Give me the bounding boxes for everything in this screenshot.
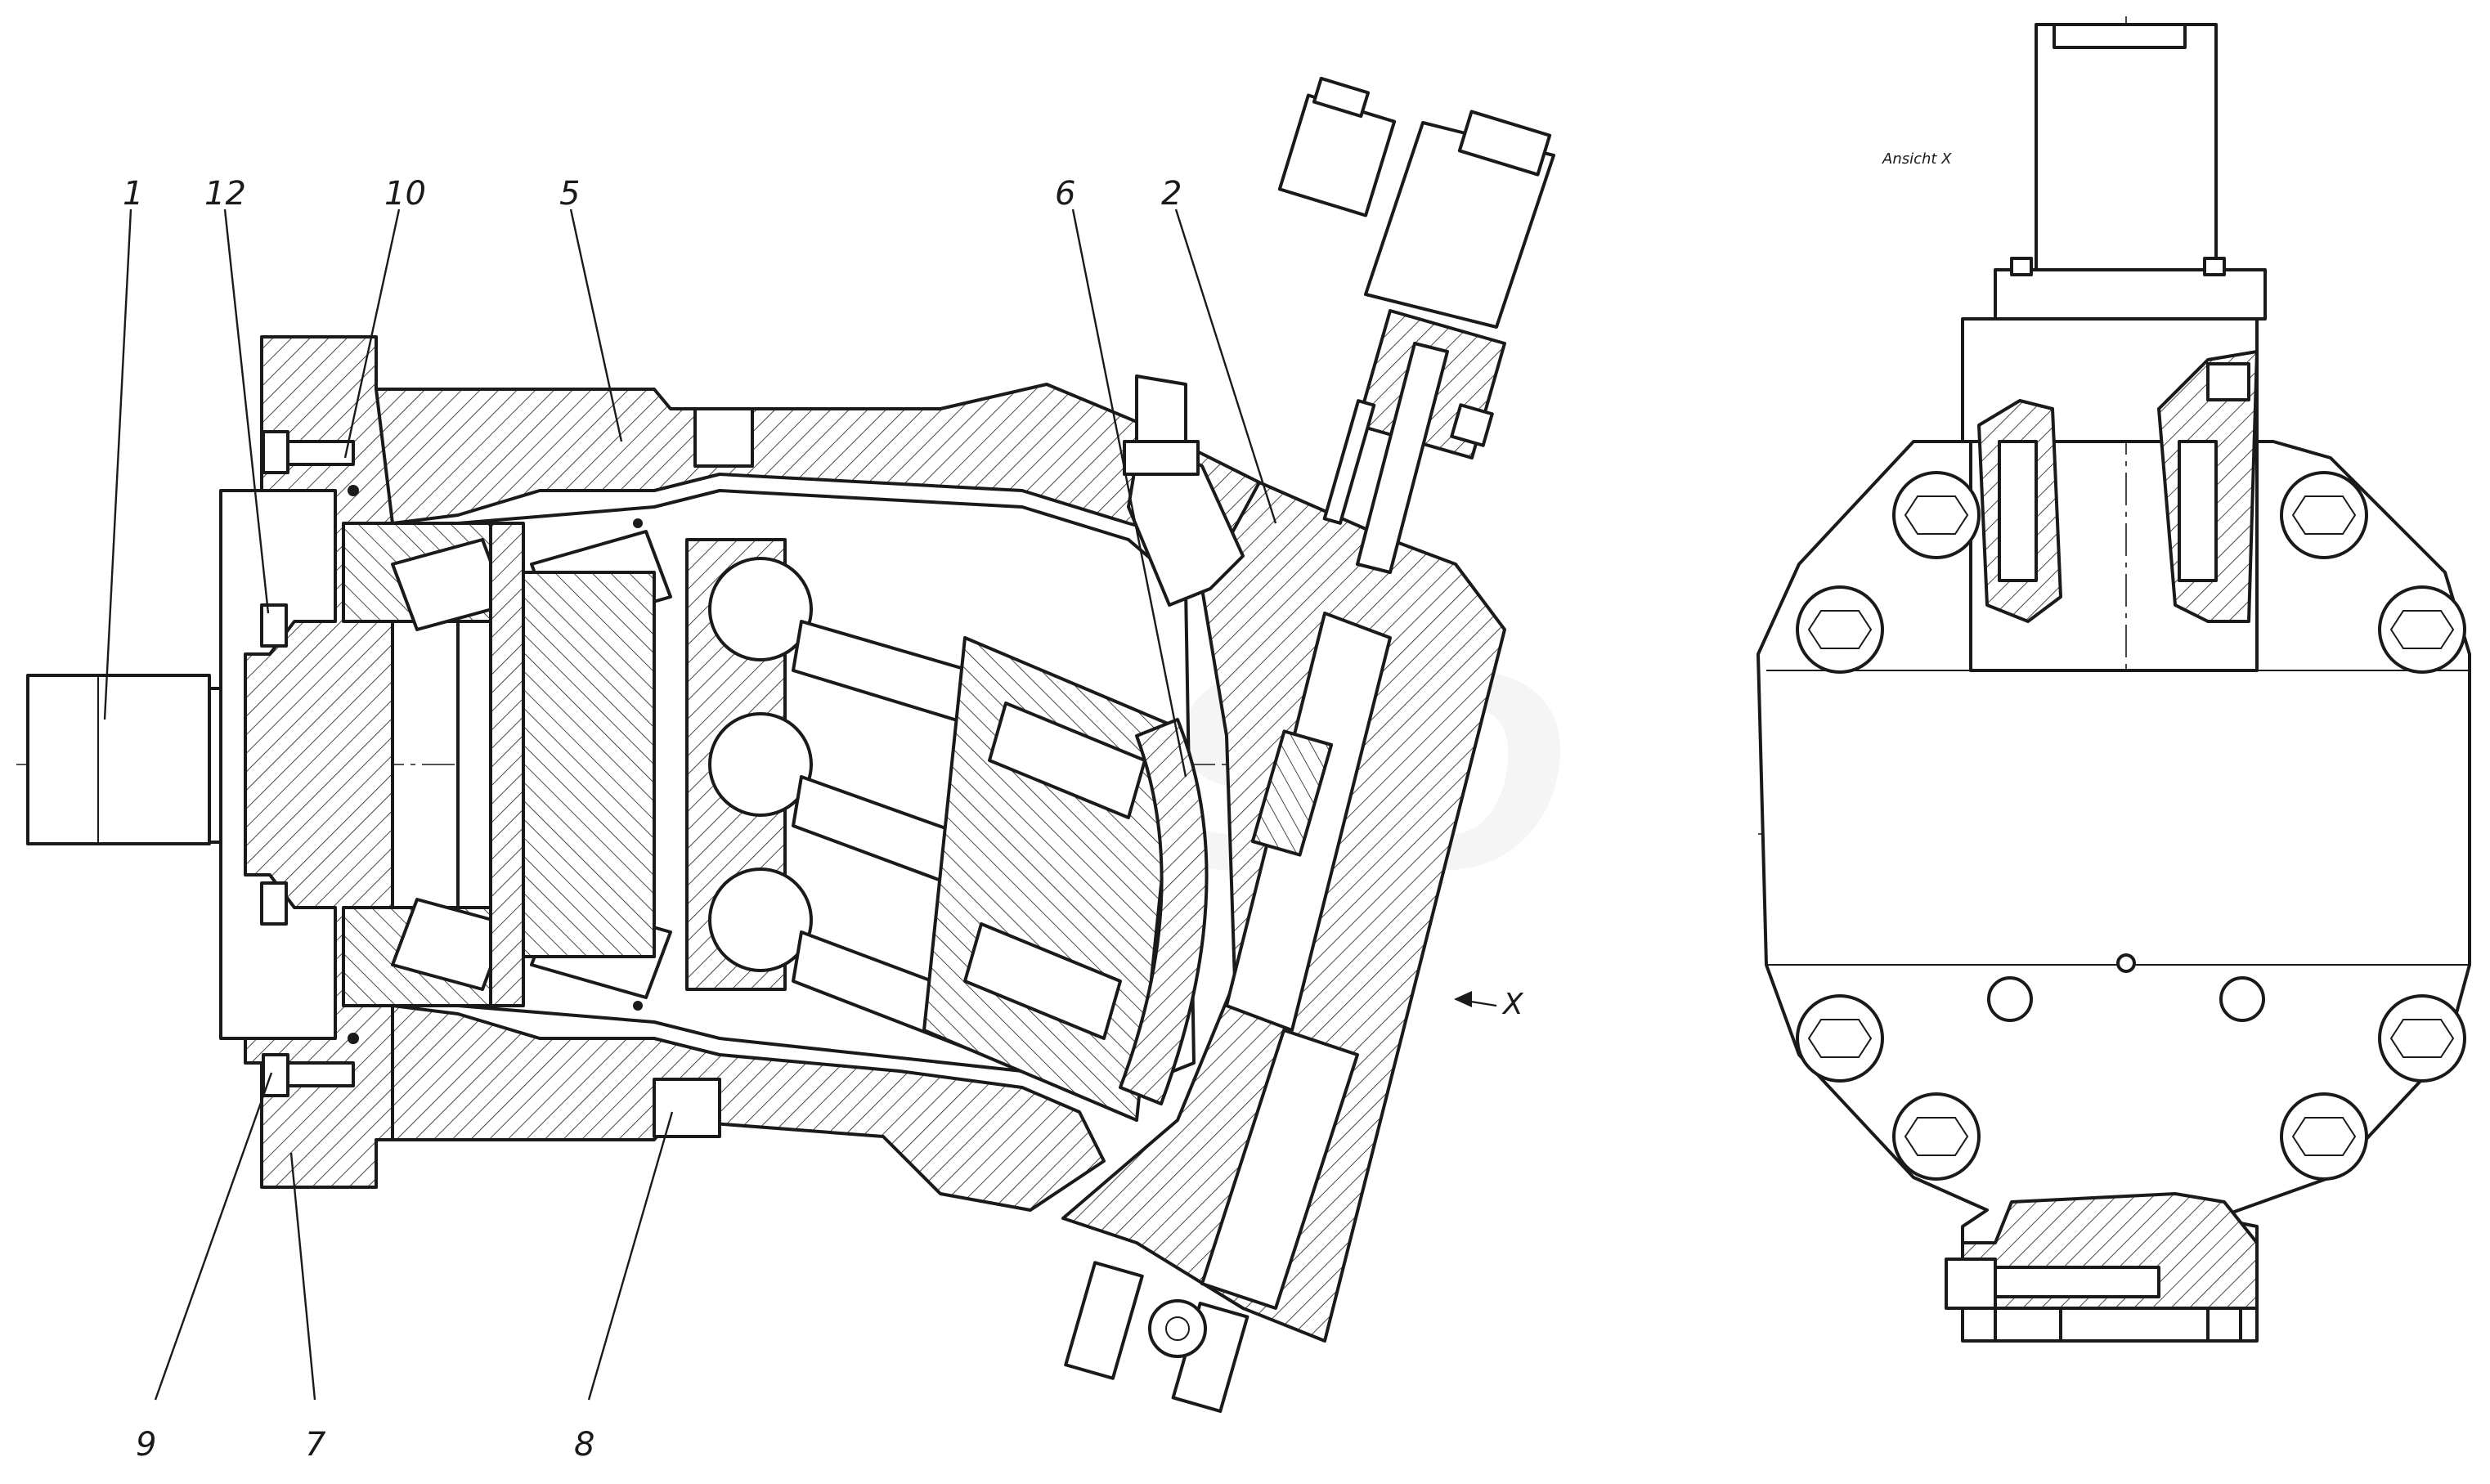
view-arrow-label: X	[1501, 988, 1524, 1021]
label-part-7: 7	[305, 1426, 326, 1464]
label-part-9: 9	[136, 1426, 156, 1464]
part-labels: 1 12 10 5 6 2 9 7 8	[103, 175, 1277, 1464]
port-plate-bolts	[1064, 1261, 1249, 1413]
view-x: Ansicht X	[1756, 16, 2471, 1343]
motor-section-view: X	[16, 76, 1555, 1413]
flange-screws	[260, 430, 355, 1097]
label-part-8: 8	[574, 1426, 594, 1464]
view-arrow: X	[1454, 988, 1524, 1021]
label-part-6: 6	[1055, 175, 1075, 213]
label-part-12: 12	[204, 175, 246, 213]
solenoid-valve	[1277, 76, 1555, 574]
label-part-2: 2	[1161, 175, 1182, 213]
label-part-1: 1	[123, 175, 143, 213]
label-part-10: 10	[384, 175, 426, 213]
drain-plug-bottom	[653, 1078, 721, 1138]
view-x-bolts	[1796, 471, 2466, 1181]
view-title: Ansicht X	[1882, 150, 1952, 168]
view-x-solenoid	[2035, 23, 2218, 280]
adjusting-screws	[1322, 399, 1494, 525]
valve-plate	[1119, 718, 1209, 1105]
control-valve-spool	[1200, 612, 1392, 1310]
drive-flange-disc	[522, 571, 656, 958]
pressure-fitting	[1123, 374, 1245, 607]
drain-plug-top	[693, 407, 754, 468]
label-part-5: 5	[559, 175, 580, 213]
